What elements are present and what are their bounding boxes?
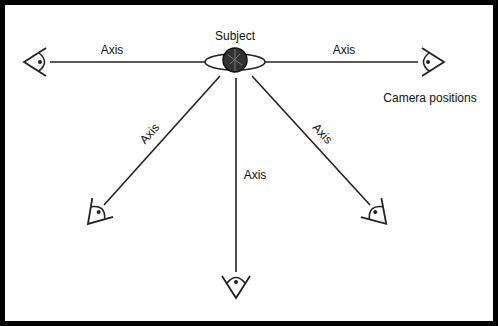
- axis-label: Axis: [333, 44, 356, 57]
- camera-eye: [24, 48, 46, 76]
- caption-label: Camera positions: [383, 92, 476, 105]
- hair-hatch: [228, 49, 242, 71]
- camera-eye: [78, 198, 114, 233]
- camera-eye: [422, 48, 444, 76]
- axis-label: Axis: [101, 44, 124, 57]
- camera-eye: [222, 276, 250, 298]
- axis-line: [235, 78, 237, 272]
- axis-line: [252, 76, 370, 205]
- axis-lines: [50, 62, 418, 272]
- camera-eye: [361, 198, 396, 233]
- axis-line: [104, 76, 220, 205]
- axis-line: [50, 61, 205, 63]
- camera-symbols: [24, 48, 444, 298]
- subject-label: Subject: [215, 30, 255, 43]
- axis-line: [265, 61, 418, 63]
- axis-label: Axis: [244, 169, 267, 182]
- head: [223, 48, 247, 72]
- subject-figure: [205, 48, 265, 72]
